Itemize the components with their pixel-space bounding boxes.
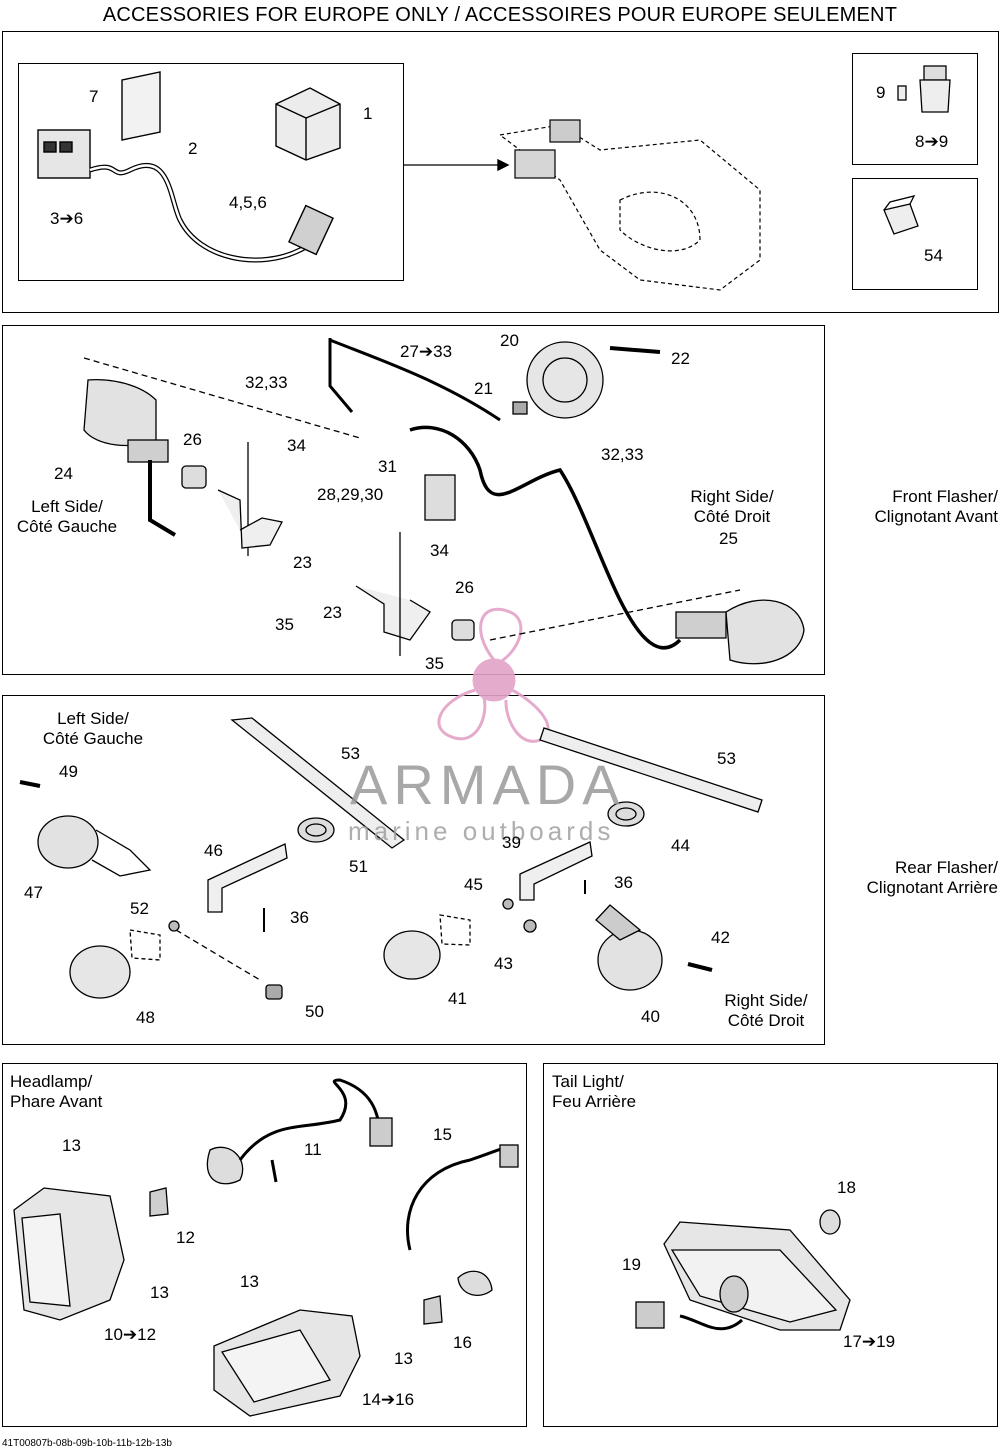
callout-28-29-30: 28,29,30 xyxy=(317,485,384,504)
callout-27-33: 27➔33 xyxy=(400,342,453,361)
headlamp-heading: Headlamp/ Phare Avant xyxy=(10,1072,103,1111)
diagram-code: 41T00807b-08b-09b-10b-11b-12b-13b xyxy=(2,1438,172,1449)
callout-50: 50 xyxy=(305,1002,324,1021)
callout-44: 44 xyxy=(671,836,690,855)
panel-tail-light xyxy=(543,1063,998,1427)
callout-19: 19 xyxy=(622,1255,641,1274)
inset-relay-harness xyxy=(18,63,404,281)
inset-socket xyxy=(852,53,978,165)
rear-flasher-art xyxy=(19,717,763,1000)
watermark-brand: ARMADA xyxy=(350,753,626,816)
callout-34-right: 34 xyxy=(430,541,449,560)
callout-13-a: 13 xyxy=(62,1136,81,1155)
front-flasher-art xyxy=(83,338,805,665)
front-right-side-label: Right Side/ Côté Droit xyxy=(690,487,774,526)
callout-51: 51 xyxy=(349,857,368,876)
callout-13-c: 13 xyxy=(240,1272,259,1291)
callout-1: 1 xyxy=(363,104,373,123)
tail-light-heading: Tail Light/ Feu Arrière xyxy=(552,1072,637,1111)
callout-13-b: 13 xyxy=(150,1283,169,1302)
inset-cap xyxy=(852,178,978,290)
callout-47: 47 xyxy=(24,883,43,902)
callout-9: 9 xyxy=(876,83,886,102)
callout-23-right: 23 xyxy=(323,603,342,622)
callout-16: 16 xyxy=(453,1333,472,1352)
callout-12: 12 xyxy=(176,1228,195,1247)
callout-25: 25 xyxy=(719,529,738,548)
callout-39: 39 xyxy=(502,833,521,852)
callout-49: 49 xyxy=(59,762,78,781)
page-title: ACCESSORIES FOR EUROPE ONLY / ACCESSOIRE… xyxy=(102,4,898,26)
callout-14-16: 14➔16 xyxy=(362,1390,415,1409)
callout-2: 2 xyxy=(188,139,198,158)
callout-20: 20 xyxy=(500,331,519,350)
callout-32-33-right: 32,33 xyxy=(601,445,644,464)
rear-right-side-label: Right Side/ Côté Droit xyxy=(724,991,808,1030)
callout-11: 11 xyxy=(304,1140,322,1159)
headlamp-art xyxy=(13,1078,519,1417)
callout-35-left: 35 xyxy=(275,615,294,634)
relay-switch-art xyxy=(37,71,510,263)
callout-41: 41 xyxy=(448,989,467,1008)
rear-left-side-label: Left Side/ Côté Gauche xyxy=(42,709,144,748)
front-left-side-label: Left Side/ Côté Gauche xyxy=(16,497,118,536)
callout-45: 45 xyxy=(464,875,483,894)
callout-34-left: 34 xyxy=(287,436,306,455)
panel-rear-flasher xyxy=(2,695,825,1045)
callout-54: 54 xyxy=(924,246,943,265)
callout-23-left: 23 xyxy=(293,553,312,572)
callout-53-left: 53 xyxy=(341,744,360,763)
callout-43: 43 xyxy=(494,954,513,973)
callout-26-right: 26 xyxy=(455,578,474,597)
watermark-subtitle: marine outboards xyxy=(348,816,615,846)
socket-art xyxy=(883,65,951,235)
callout-31: 31 xyxy=(378,457,397,476)
panel-headlamp xyxy=(2,1063,527,1427)
callout-10-12: 10➔12 xyxy=(104,1325,157,1344)
tail-light-art xyxy=(635,1209,851,1331)
panel-front-flasher xyxy=(2,325,825,675)
panel-electrical-kit xyxy=(2,31,999,313)
callout-46: 46 xyxy=(204,841,223,860)
callout-36-right: 36 xyxy=(614,873,633,892)
callout-7: 7 xyxy=(89,87,99,106)
callout-22: 22 xyxy=(671,349,690,368)
handlebar-dash-art xyxy=(498,119,761,291)
callout-8-9: 8➔9 xyxy=(915,132,949,151)
callout-40: 40 xyxy=(641,1007,660,1026)
callout-36-left: 36 xyxy=(290,908,309,927)
callout-15: 15 xyxy=(433,1125,452,1144)
callout-24: 24 xyxy=(54,464,73,483)
rear-flasher-group-label: Rear Flasher/ Clignotant Arrière xyxy=(866,858,998,897)
callout-48: 48 xyxy=(136,1008,155,1027)
callout-17-19: 17➔19 xyxy=(843,1332,896,1351)
front-flasher-group-label: Front Flasher/ Clignotant Avant xyxy=(874,487,999,526)
callout-4-5-6: 4,5,6 xyxy=(229,193,267,212)
callout-18: 18 xyxy=(837,1178,856,1197)
callout-32-33-top: 32,33 xyxy=(245,373,288,392)
watermark-propeller-logo xyxy=(437,607,550,743)
callout-53-right: 53 xyxy=(717,749,736,768)
callout-26-left: 26 xyxy=(183,430,202,449)
callout-13-d: 13 xyxy=(394,1349,413,1368)
callout-52: 52 xyxy=(130,899,149,918)
callout-3-6: 3➔6 xyxy=(50,209,84,228)
callout-35-right: 35 xyxy=(425,654,444,673)
callout-21: 21 xyxy=(474,379,493,398)
callout-42: 42 xyxy=(711,928,730,947)
